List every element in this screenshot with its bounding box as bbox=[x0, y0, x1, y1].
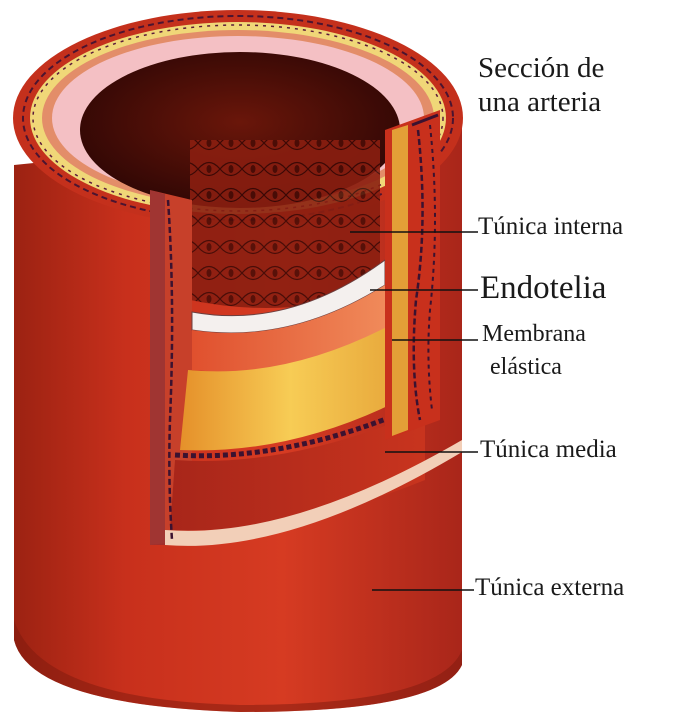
label-tunica-media: Túnica media bbox=[480, 436, 617, 464]
label-membrana-line-2: elástica bbox=[490, 354, 562, 381]
label-tunica-interna: Túnica interna bbox=[478, 213, 623, 241]
label-endotelia: Endotelia bbox=[480, 270, 606, 307]
label-membrana-line-1: Membrana bbox=[482, 321, 586, 348]
title-line-2: una arteria bbox=[478, 86, 601, 118]
title-line-1: Sección de bbox=[478, 52, 604, 84]
label-tunica-externa: Túnica externa bbox=[475, 574, 624, 602]
